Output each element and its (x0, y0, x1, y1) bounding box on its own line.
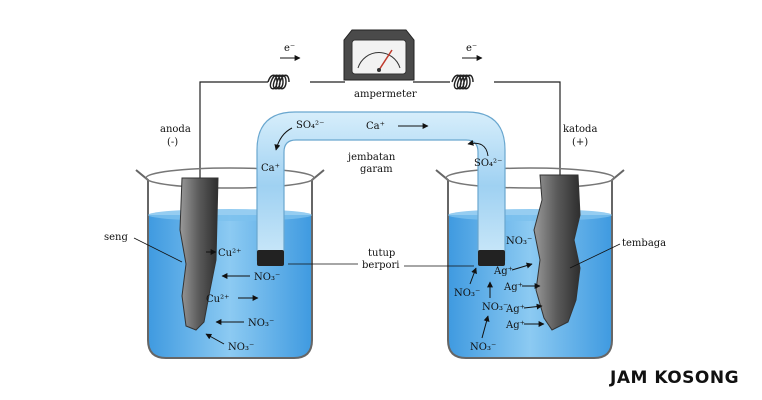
right-ion-ag-1: Ag⁺ (493, 266, 513, 277)
electron-label-left: e⁻ (284, 43, 295, 54)
right-arrow-no3-4 (481, 315, 490, 339)
porous-plug-left (257, 250, 284, 266)
bridge-arrow-so4-left (274, 127, 293, 151)
right-ion-ag-3: Ag⁺ (505, 304, 525, 315)
right-coil-icon (451, 74, 474, 90)
electron-label-right: e⁻ (466, 43, 477, 54)
right-beaker (435, 167, 625, 359)
salt-bridge-label-1: jembatan (347, 152, 396, 163)
right-ion-no3-1: NO₃⁻ (506, 236, 532, 247)
porous-plug-label-2: berpori (362, 260, 400, 271)
external-circuit-wire (199, 81, 561, 195)
right-ion-ag-2: Ag⁺ (503, 282, 523, 293)
right-ion-ag-4: Ag⁺ (505, 320, 525, 331)
copper-electrode (533, 174, 581, 331)
porous-plug-right (478, 250, 505, 266)
zinc-leader (133, 237, 183, 263)
left-ion-no3-3: NO₃⁻ (228, 342, 254, 353)
ammeter-icon (343, 29, 415, 81)
ammeter-label: ampermeter (354, 89, 417, 100)
copper-label: tembaga (622, 238, 666, 249)
right-arrow-ag-1 (511, 262, 533, 271)
ion-so4-right: SO₄²⁻ (474, 158, 502, 169)
right-ion-no3-2: NO₃⁻ (454, 288, 480, 299)
left-ion-cu-1: Cu²⁺ (218, 248, 241, 259)
left-ion-no3-2: NO₃⁻ (248, 318, 274, 329)
anode-label: anoda (160, 124, 191, 135)
copper-leader (569, 243, 621, 269)
ion-ca-left: Ca⁺ (261, 163, 280, 174)
cathode-sign: (+) (572, 137, 588, 148)
left-arrow-no3-3 (205, 333, 225, 345)
right-ion-no3-3: NO₃⁻ (482, 302, 508, 313)
brand-logo: JAM KOSONG (609, 368, 739, 388)
right-arrow-ag-3 (523, 303, 543, 310)
zinc-label: seng (104, 232, 128, 243)
salt-bridge-label-2: garam (360, 164, 393, 175)
anode-sign: (-) (167, 137, 178, 148)
zinc-electrode (179, 177, 219, 331)
cathode-label: katoda (563, 124, 597, 135)
ion-ca-top: Ca⁺ (366, 121, 385, 132)
left-coil-icon (267, 74, 290, 90)
left-ion-no3-1: NO₃⁻ (254, 272, 280, 283)
left-beaker (135, 167, 325, 359)
right-arrow-no3-2 (469, 267, 477, 285)
right-ion-no3-4: NO₃⁻ (470, 342, 496, 353)
left-ion-cu-2: Cu²⁺ (206, 294, 229, 305)
ion-so4-left: SO₄²⁻ (296, 120, 324, 131)
bridge-arrow-so4-right (467, 139, 489, 157)
porous-plug-label-1: tutup (368, 248, 395, 259)
